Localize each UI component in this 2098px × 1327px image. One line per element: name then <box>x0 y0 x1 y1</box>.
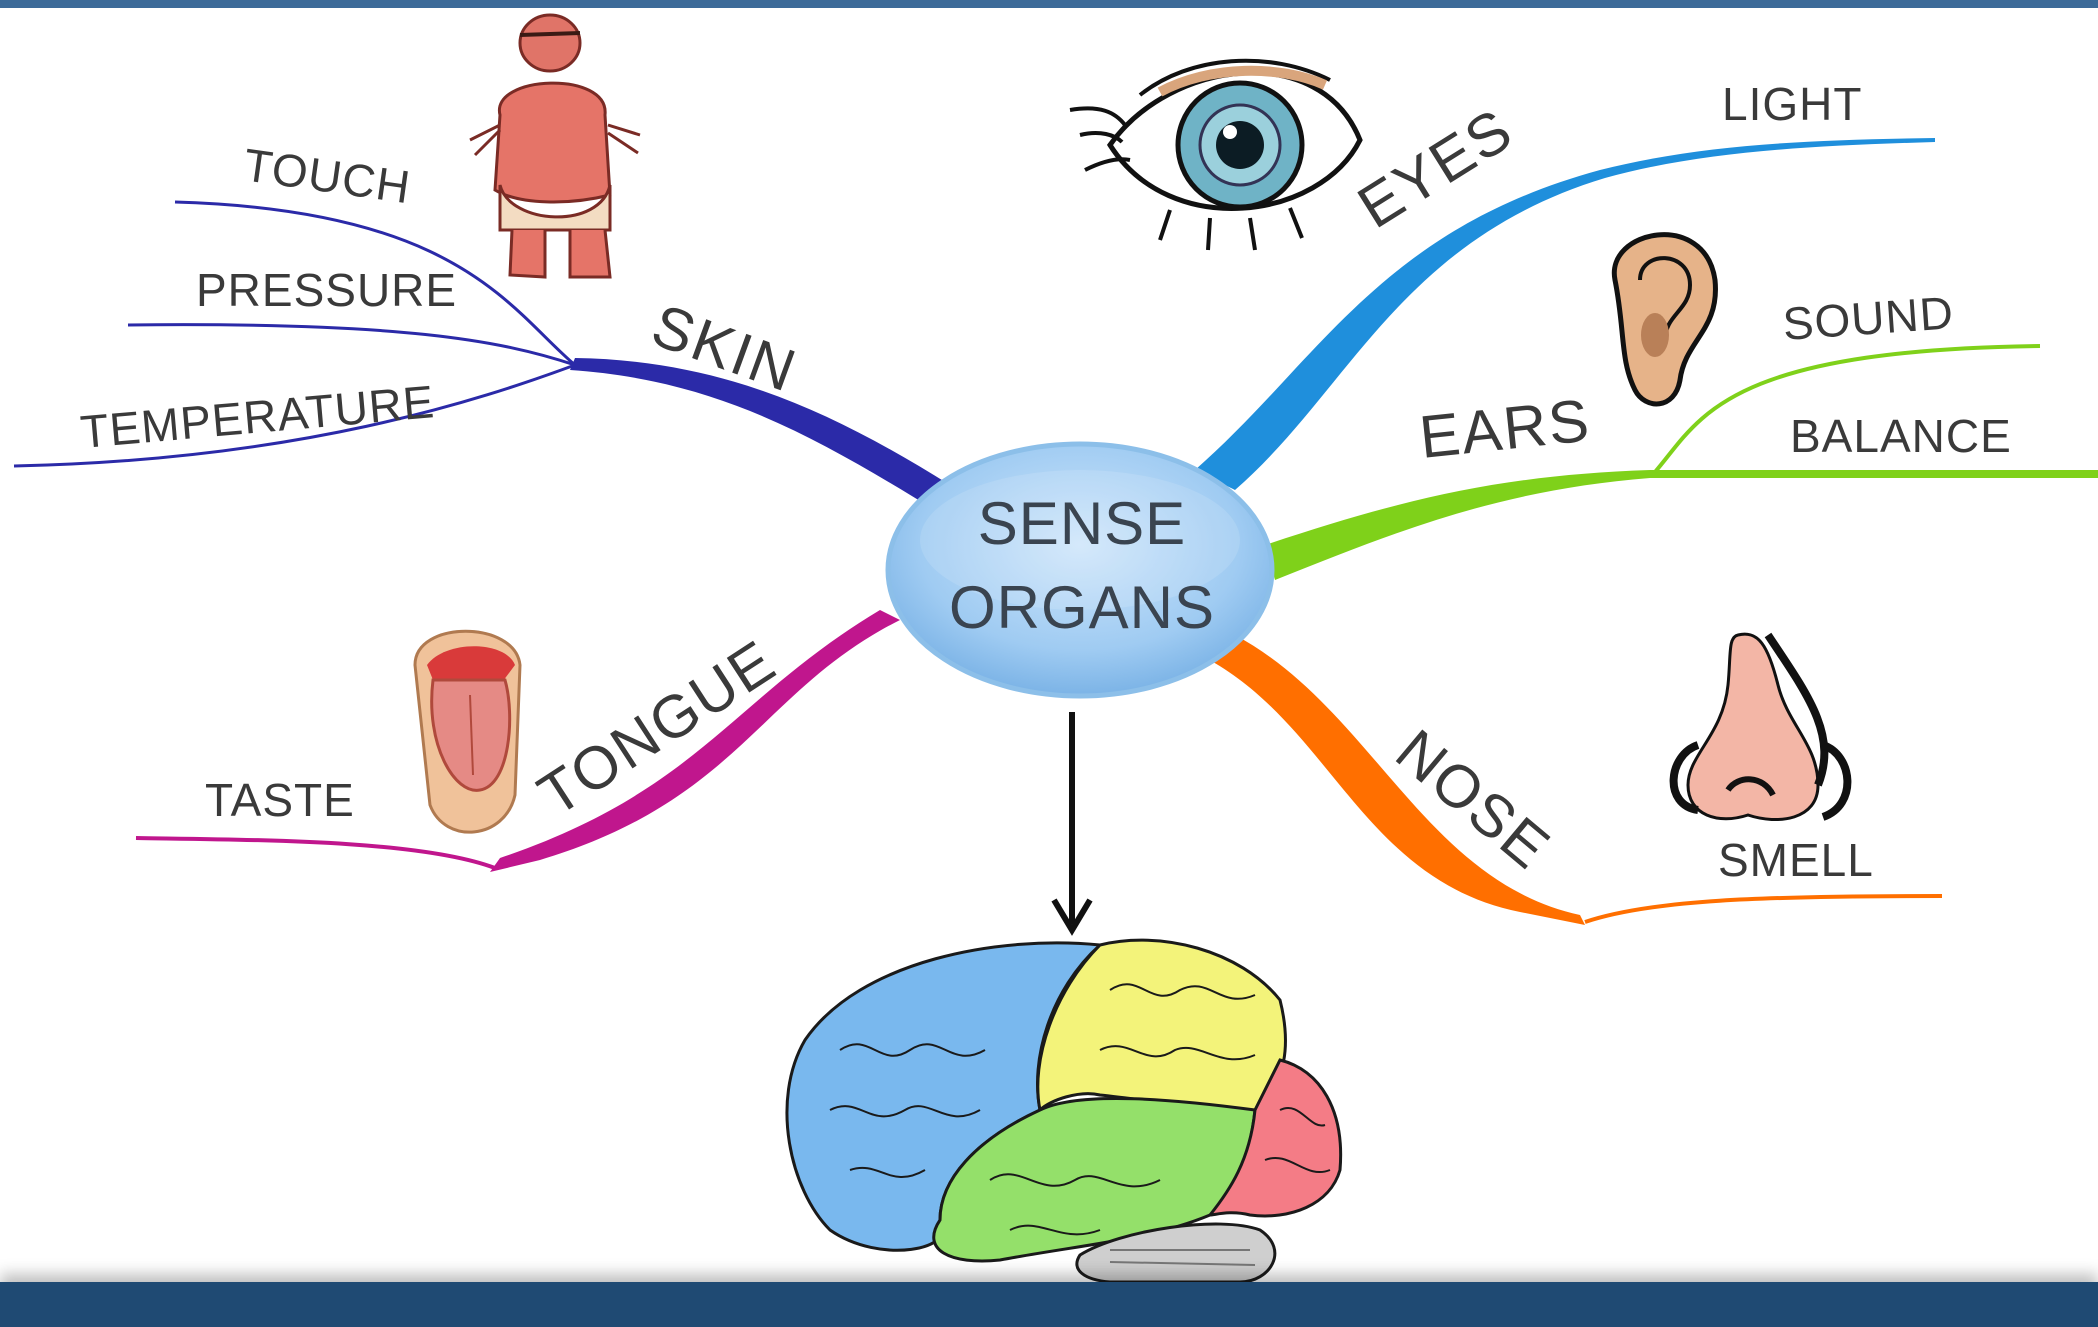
touch-label: TOUCH <box>241 138 414 213</box>
pressure-label: PRESSURE <box>196 264 457 316</box>
center-line-1: SENSE <box>978 490 1186 557</box>
bottom-bar <box>0 1282 2098 1327</box>
smell-label: SMELL <box>1718 834 1874 886</box>
tongue-icon <box>415 631 520 832</box>
arrow-down <box>1054 712 1090 930</box>
sound-label: SOUND <box>1781 286 1955 350</box>
center-line-2: ORGANS <box>949 574 1215 641</box>
balance-label: BALANCE <box>1790 410 2012 462</box>
ears-label: EARS <box>1416 386 1593 471</box>
center-node <box>888 444 1272 696</box>
skin-branch <box>14 202 950 510</box>
light-label: LIGHT <box>1722 78 1862 130</box>
ear-icon <box>1614 235 1715 404</box>
person-icon <box>470 15 640 277</box>
taste-label: TASTE <box>205 774 355 826</box>
nose-icon <box>1674 634 1848 819</box>
brain-icon <box>787 940 1341 1282</box>
eye-icon <box>1070 61 1360 250</box>
